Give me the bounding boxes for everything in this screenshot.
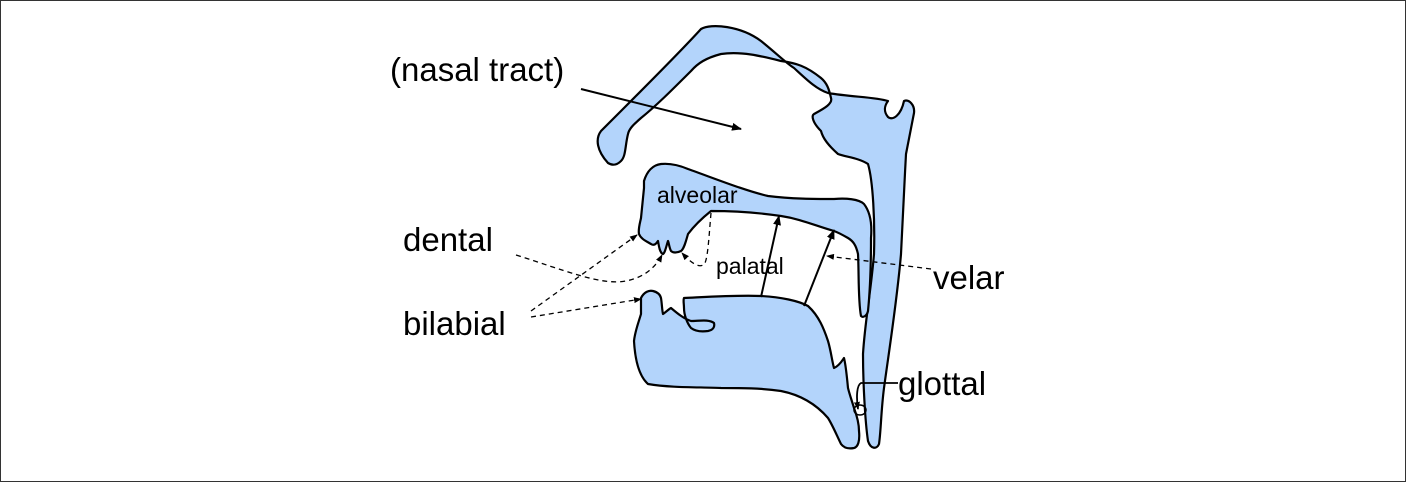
label-velar: velar xyxy=(933,259,1005,296)
label-alveolar: alveolar xyxy=(657,182,738,208)
glottis-marker xyxy=(853,404,867,416)
label-dental: dental xyxy=(403,221,493,258)
bilabial-arrow-upper xyxy=(530,234,638,312)
palatal-arrow-1 xyxy=(760,215,781,298)
palate-upper-jaw xyxy=(637,162,873,318)
bilabial-arrow-lower xyxy=(530,297,642,318)
label-palatal: palatal xyxy=(716,253,784,279)
tongue-lower-jaw xyxy=(632,289,861,450)
palatal-arrow-2 xyxy=(803,229,835,307)
alveolar-arrow xyxy=(681,212,712,267)
label-glottal: glottal xyxy=(898,365,987,402)
label-bilabial: bilabial xyxy=(403,305,506,342)
dental-arrow xyxy=(515,254,663,283)
nasal-arrow xyxy=(580,88,742,131)
label-nasal-tract: (nasal tract) xyxy=(390,51,565,88)
nasal-pharynx-wall xyxy=(596,25,916,449)
